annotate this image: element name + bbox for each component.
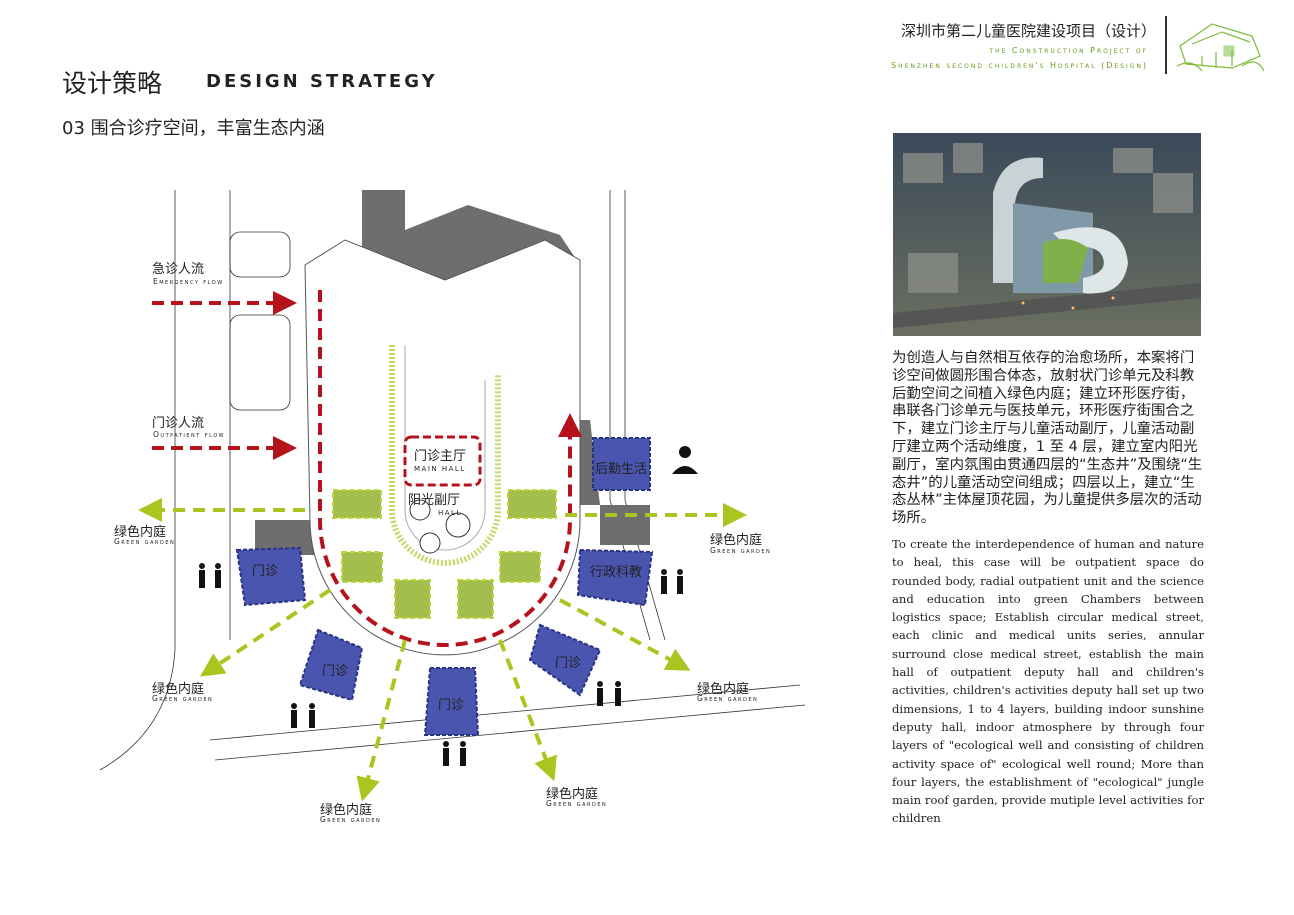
site-roads <box>100 190 806 771</box>
green-garden-label-en-1: Green garden <box>114 537 176 546</box>
ring-medical-street-flow <box>318 290 582 647</box>
ecological-wells <box>409 499 471 554</box>
aerial-rendering-image <box>893 133 1201 336</box>
admin-label: 行政科教 <box>590 565 643 580</box>
outpatient-flow-label-cn: 门诊人流 <box>152 416 205 431</box>
logistics-label: 后勤生活 <box>595 462 648 477</box>
description-cn: 为创造人与自然相互依存的治愈场所，本案将门诊空间做圆形围合体态，放射状门诊单元及… <box>892 350 1203 527</box>
description-en: To create the interdependence of human a… <box>892 537 1204 826</box>
clinic-label-4: 门诊 <box>555 656 582 671</box>
green-garden-label-cn-1: 绿色内庭 <box>114 525 167 540</box>
green-garden-label-cn-4: 绿色内庭 <box>697 682 750 697</box>
green-garden-label-en-6: Green garden <box>546 799 608 808</box>
main-hall-label-en: MAIN HALL <box>414 465 466 473</box>
green-courtyard-units <box>332 489 557 619</box>
emergency-flow-label-en: Emergency flow <box>153 277 224 286</box>
green-garden-label-cn-3: 绿色内庭 <box>152 682 205 697</box>
clinic-label-1: 门诊 <box>252 564 279 579</box>
green-garden-arrows <box>138 498 747 802</box>
green-garden-label-cn-2: 绿色内庭 <box>710 533 763 548</box>
hospital-sketch-logo <box>1176 23 1265 72</box>
main-hall-box <box>403 435 482 487</box>
outpatient-flow-label-en: Outpatient flow <box>153 430 226 439</box>
project-title-cn: 深圳市第二儿童医院建设项目（设计） <box>900 22 1156 40</box>
people-icons <box>199 446 698 766</box>
green-garden-label-cn-6: 绿色内庭 <box>546 787 599 802</box>
green-garden-label-en-4: Green garden <box>697 694 759 703</box>
header-divider <box>1165 16 1167 74</box>
site-plan-diagram <box>100 190 806 802</box>
section-subtitle: 03 围合诊疗空间，丰富生态内涵 <box>62 118 325 139</box>
project-title-en-2: Shenzhen second children's Hospital (Des… <box>891 61 1148 70</box>
project-title-en-1: the Construction Project of <box>989 46 1148 55</box>
page-title-en: DESIGN STRATEGY <box>206 71 438 92</box>
green-garden-label-en-5: Green garden <box>320 815 382 824</box>
clinic-label-3: 门诊 <box>438 698 465 713</box>
green-garden-label-cn-5: 绿色内庭 <box>320 803 373 818</box>
sun-hall-label-cn: 阳光副厅 <box>408 493 461 508</box>
green-garden-label-en-3: Green garden <box>152 694 214 703</box>
page-title-cn: 设计策略 <box>62 69 163 98</box>
inner-green-hatched-street <box>389 345 501 566</box>
main-hall-label-cn: 门诊主厅 <box>414 449 467 464</box>
emergency-flow-label-cn: 急诊人流 <box>152 262 205 277</box>
clinic-label-2: 门诊 <box>322 664 349 679</box>
clinic-units <box>235 437 654 736</box>
sun-hall-label-en: HALL <box>438 509 462 517</box>
green-garden-label-en-2: Green garden <box>710 546 772 555</box>
